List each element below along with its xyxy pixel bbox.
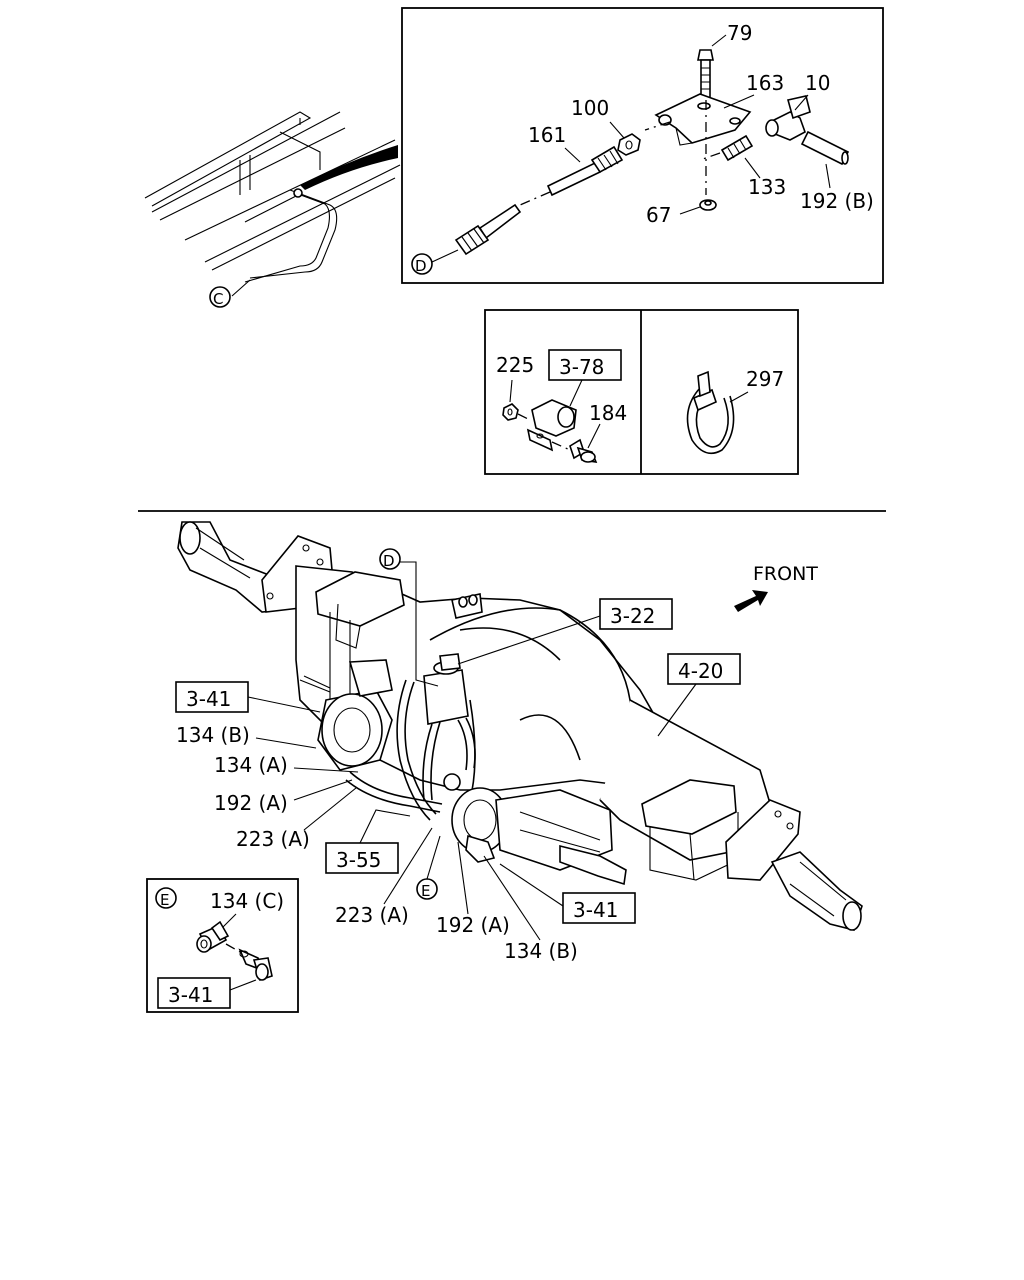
callout-134b-bottom: 134 (B) [504,939,578,963]
marker-d-top: D [411,249,459,275]
callout-134c: 134 (C) [210,889,284,913]
callout-134b-left: 134 (B) [176,723,250,747]
front-direction-indicator: FRONT [734,563,818,612]
callout-67: 67 [646,203,671,227]
callout-184: 184 [589,401,627,425]
front-arrow-icon [734,590,768,612]
refbox-3-78 [548,349,622,381]
refbox-3-22-label: 3-22 [610,604,655,628]
callout-10: 10 [805,71,830,95]
callout-192b-top: 192 (B) [800,189,874,213]
refbox-3-22 [599,598,673,630]
refbox-3-55 [325,842,399,874]
callout-wedge [300,145,398,190]
callout-133: 133 [748,175,786,199]
refbox-4-20-label: 4-20 [678,659,723,683]
marker-c: C [209,286,231,308]
detail-d-parts [454,49,850,256]
front-label: FRONT [753,563,818,585]
detail-e-frame [146,878,299,1013]
marker-e-inset-label: E [160,891,169,909]
refbox-3-78-label: 3-78 [559,355,604,379]
marker-d-top-label: D [415,257,427,275]
marker-e-inset: E [155,887,177,909]
marker-d-main-label: D [383,552,395,570]
callout-134a: 134 (A) [214,753,288,777]
frame-rail-illustration [144,111,401,297]
refbox-3-41-right-label: 3-41 [573,898,618,922]
refbox-3-41-right [562,892,636,924]
callout-225: 225 [496,353,534,377]
refbox-3-41-left-label: 3-41 [186,687,231,711]
marker-e-main: E [416,835,441,900]
callout-79: 79 [727,21,752,45]
marker-d-main: D [379,548,439,687]
refbox-3-41-left [175,681,249,713]
callout-161: 161 [528,123,566,147]
callout-100: 100 [571,96,609,120]
clip-detail-parts [502,370,735,463]
marker-e-main-label: E [421,882,430,900]
callout-223a-bottom: 223 (A) [335,903,409,927]
detail-d-frame [401,7,884,284]
callout-192a-bottom: 192 (A) [436,913,510,937]
detail-e-parts [196,920,273,982]
axle-illustration [177,521,863,931]
refbox-3-41-inset [157,977,231,1009]
refbox-4-20 [667,653,741,685]
callout-297: 297 [746,367,784,391]
refbox-3-41-inset-label: 3-41 [168,983,213,1007]
callout-223a-left: 223 (A) [236,827,310,851]
callout-163: 163 [746,71,784,95]
refbox-3-55-label: 3-55 [336,848,381,872]
callout-192a-left: 192 (A) [214,791,288,815]
marker-c-label: C [213,290,223,308]
